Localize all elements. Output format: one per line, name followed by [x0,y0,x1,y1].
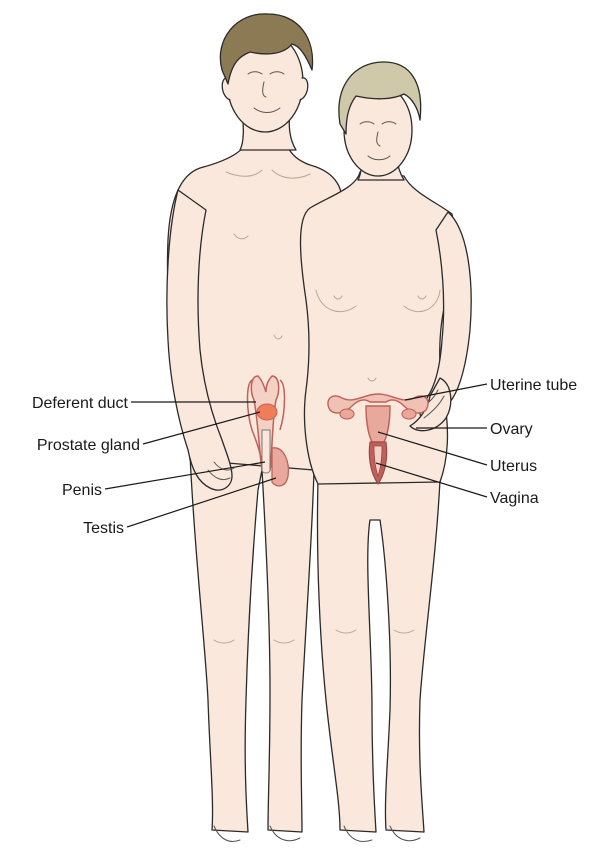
testis-label: Testis [83,520,124,537]
deferent-duct-label: Deferent duct [32,395,129,412]
uterus-label: Uterus [490,458,537,475]
male-label-group: Deferent duct Prostate gland Penis Testi… [32,395,140,537]
female-label-group: Uterine tube Ovary Uterus Vagina [490,377,577,507]
prostate-gland-label: Prostate gland [37,437,140,454]
uterine-tube-label: Uterine tube [490,377,577,394]
female-legs [317,480,440,832]
uterus-shape [366,406,390,442]
penis-shape [262,430,270,473]
ovary-label: Ovary [490,421,533,438]
left-ovary-shape [340,409,354,419]
ovary-shape [402,409,416,419]
male-legs [190,455,314,832]
penis-label: Penis [62,482,102,499]
vagina-label: Vagina [490,490,539,507]
